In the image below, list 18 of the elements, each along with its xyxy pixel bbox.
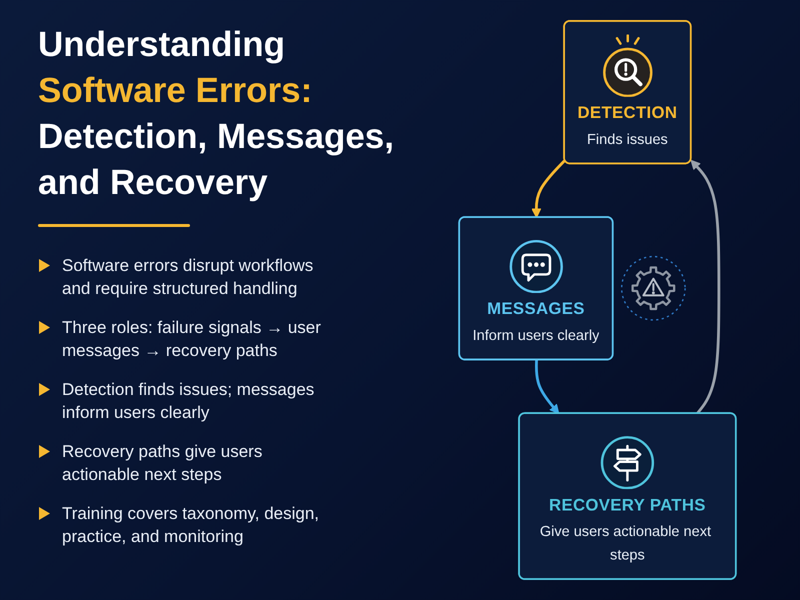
- step-card: [563, 20, 692, 164]
- step-heading: RECOVERY PATHS: [549, 496, 706, 515]
- step-card: [458, 216, 614, 360]
- step-description: Inform users clearly: [472, 326, 600, 343]
- bullet-text: Detection finds issues; messages inform users clearly: [62, 379, 316, 424]
- step-description: Finds issues: [587, 130, 668, 147]
- arrow: [531, 159, 566, 218]
- step-description: Give users actionable next steps: [540, 522, 712, 562]
- bullet-text: Training covers taxonomy, design, practice, and monitoring: [62, 503, 320, 548]
- bullet-text: Three roles: failure signals → user messages → recovery paths: [62, 317, 322, 362]
- bullet-text: Software errors disrupt workflows and require structured handling: [62, 255, 314, 300]
- step-heading: MESSAGES: [487, 300, 585, 319]
- arrow: [535, 360, 560, 414]
- title: Understanding Software Errors: Detection, Messages, and Recovery: [38, 24, 395, 204]
- step-card: [518, 412, 737, 580]
- arrow: [690, 160, 720, 415]
- bullet-text: Recovery paths give users actionable next steps: [62, 441, 264, 486]
- step-heading: DETECTION: [578, 104, 678, 123]
